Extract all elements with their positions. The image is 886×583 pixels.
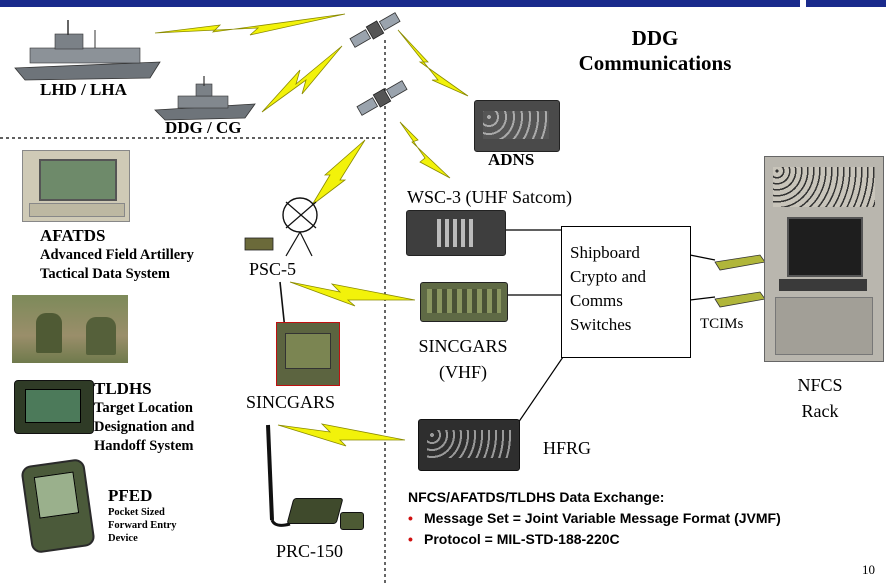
lightning-bolt <box>154 13 346 36</box>
prc150-antenna <box>266 424 274 521</box>
lhd-ship-icon <box>14 20 161 81</box>
switch-box-line2: Crypto and <box>570 267 647 286</box>
data-exchange-bullet: • Protocol = MIL-STD-188-220C <box>408 529 781 550</box>
tldhs-name: TLDHS <box>94 379 152 398</box>
data-exchange-block: NFCS/AFATDS/TLDHS Data Exchange: • Messa… <box>408 487 781 550</box>
afatds-computer-image <box>22 150 130 222</box>
pfed-name: PFED <box>108 486 153 505</box>
nfcs-rack-label: NFCS Rack <box>770 372 870 424</box>
switch-box-line1: Shipboard <box>570 243 640 262</box>
lightning-bolt <box>399 121 451 179</box>
lightning-bolt <box>397 29 469 97</box>
crypto-switch-box: Shipboard Crypto and Comms Switches <box>561 226 691 358</box>
data-exchange-heading: NFCS/AFATDS/TLDHS Data Exchange: <box>408 489 665 505</box>
pfed-desc-line3: Device <box>108 533 138 544</box>
sincgars-vhf-equipment-image <box>420 282 508 322</box>
bullet-dot-icon: • <box>408 531 413 547</box>
satellite-icon-2 <box>356 80 408 116</box>
psc5-label: PSC-5 <box>249 259 297 279</box>
tcim-device-icon <box>714 291 766 308</box>
satellite-icon-1 <box>349 12 401 48</box>
sincgars-vhf-label-line2: (VHF) <box>439 362 487 382</box>
tldhs-device-image <box>14 380 94 434</box>
data-exchange-bullet: • Message Set = Joint Variable Message F… <box>408 508 781 529</box>
tldhs-desc-line1: Target Location <box>94 400 193 416</box>
ddg-cg-label: DDG / CG <box>165 118 242 137</box>
ddg-ship-icon <box>154 76 256 121</box>
hfrg-label: HFRG <box>543 438 592 458</box>
switch-box-line4: Switches <box>570 315 632 334</box>
tldhs-desc-line2: Designation and <box>94 419 195 435</box>
page-title-line1: DDG <box>631 26 679 50</box>
lhd-lha-label: LHD / LHA <box>40 80 127 99</box>
page-title-line2: Communications <box>578 51 732 75</box>
wsc3-equipment-image <box>406 210 506 256</box>
page-title: DDG Communications <box>555 26 755 76</box>
nfcs-rack-label-line1: NFCS <box>797 375 843 395</box>
bullet-dot-icon: • <box>408 510 413 526</box>
prc150-radio-image <box>286 498 344 524</box>
header-bar <box>0 0 800 7</box>
switch-box-line3: Comms <box>570 291 623 310</box>
prc150-battery-image <box>340 512 364 530</box>
sincgars-radio-image <box>276 322 340 386</box>
data-exchange-bullet-text: Message Set = Joint Variable Message For… <box>424 510 781 526</box>
wsc3-label: WSC-3 (UHF Satcom) <box>407 187 572 207</box>
tcim-device-icon <box>714 254 766 271</box>
lightning-bolt <box>277 423 406 447</box>
page-number: 10 <box>862 562 875 577</box>
pfed-desc-line2: Forward Entry <box>108 520 177 531</box>
psc5-antenna-icon <box>244 197 318 257</box>
sincgars-vhf-label-line1: SINCGARS <box>418 336 508 356</box>
tcim-connector-1 <box>689 254 716 261</box>
tcim-connector-2 <box>689 296 716 301</box>
header-bar-right <box>806 0 886 7</box>
afatds-desc-line1: Advanced Field Artillery <box>40 247 194 263</box>
adns-label: ADNS <box>488 150 535 169</box>
sincgars-vhf-label: SINCGARS (VHF) <box>408 333 518 385</box>
afatds-name: AFATDS <box>40 226 106 245</box>
sincgars-label: SINCGARS <box>246 392 336 412</box>
lightning-bolt <box>289 281 416 307</box>
adns-equipment-image <box>474 100 560 152</box>
afatds-text: AFATDS Advanced Field Artillery Tactical… <box>40 226 194 284</box>
lightning-bolt <box>311 139 366 206</box>
lightning-bolt <box>261 45 343 113</box>
hfrg-connector <box>517 356 564 424</box>
prc150-label: PRC-150 <box>276 541 344 561</box>
tcims-label: TCIMs <box>700 316 744 332</box>
pfed-desc-line1: Pocket Sized <box>108 507 165 518</box>
pfed-text: PFED Pocket Sized Forward Entry Device <box>108 486 177 545</box>
hfrg-equipment-image <box>418 419 520 471</box>
nfcs-rack-label-line2: Rack <box>801 401 839 421</box>
pfed-device-image <box>20 457 96 555</box>
data-exchange-bullet-text: Protocol = MIL-STD-188-220C <box>424 531 620 547</box>
afatds-desc-line2: Tactical Data System <box>40 266 170 282</box>
tldhs-desc-line3: Handoff System <box>94 438 194 454</box>
tldhs-soldiers-image <box>12 295 128 363</box>
nfcs-rack-image <box>764 156 884 362</box>
tldhs-text: TLDHS Target Location Designation and Ha… <box>94 379 194 456</box>
